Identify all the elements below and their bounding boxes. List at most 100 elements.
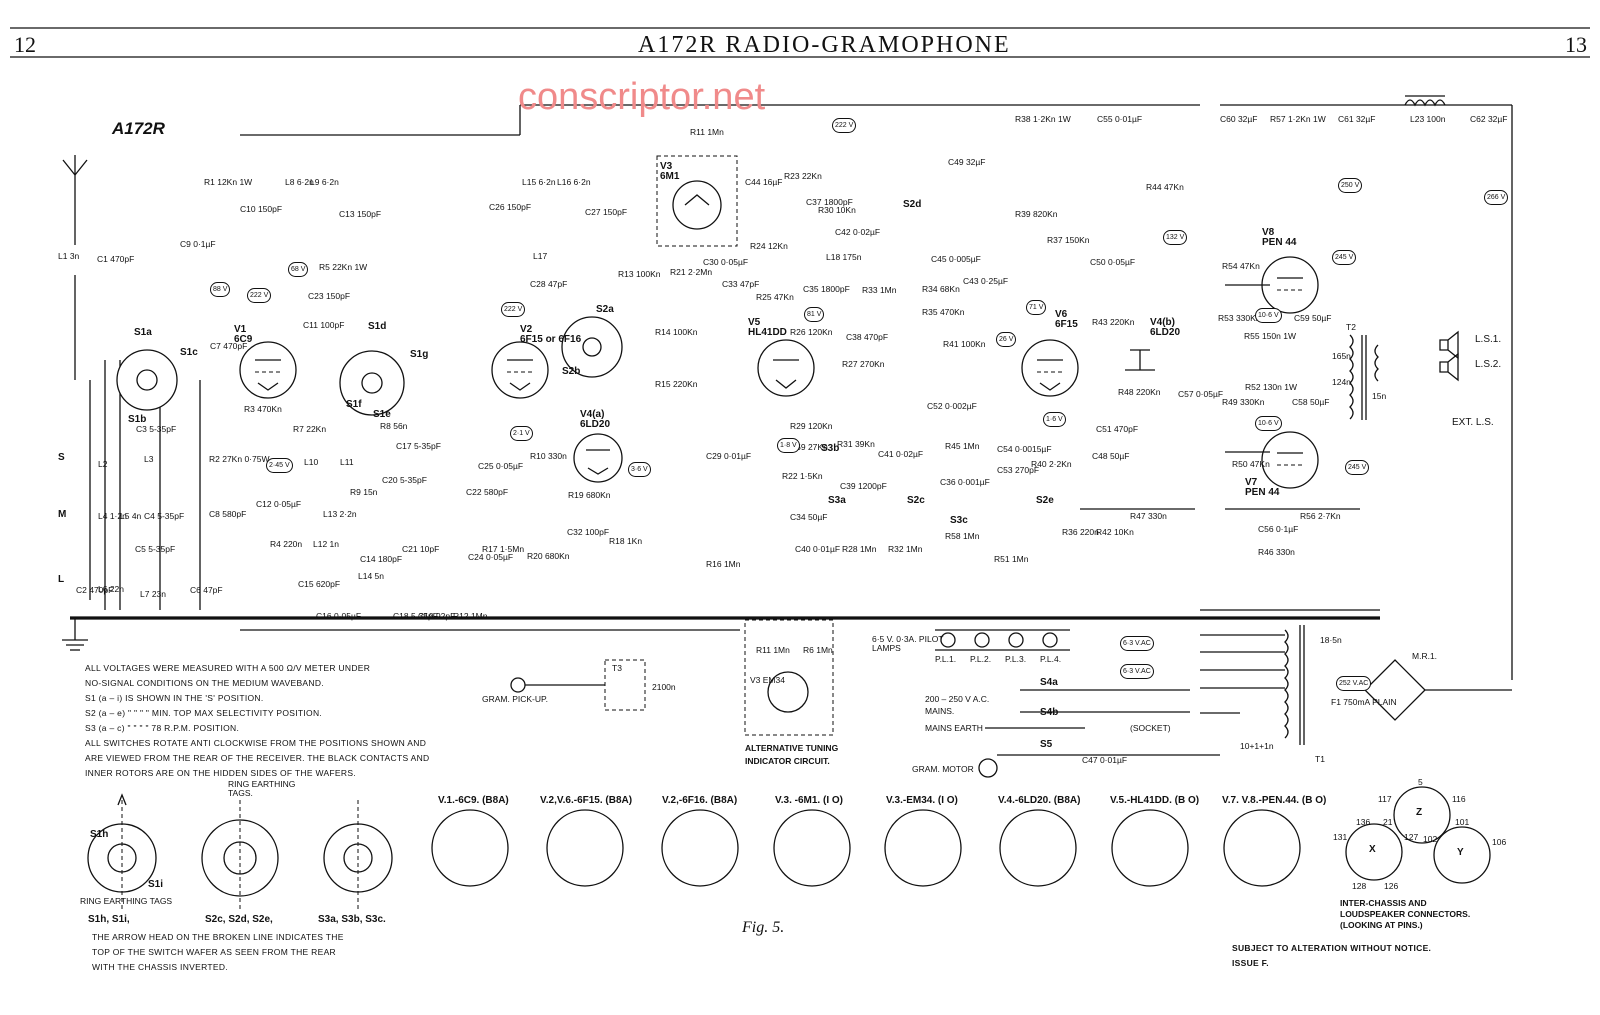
switch-label: S1g bbox=[410, 349, 429, 360]
switch-label: S4a bbox=[1040, 677, 1058, 688]
pickup-socket bbox=[510, 677, 526, 693]
voltage-bubble: 3·6 V bbox=[628, 462, 651, 477]
component-label: R25 47Kn bbox=[756, 292, 794, 302]
voltage-bubble: 2·1 V bbox=[510, 426, 533, 441]
component-label: C16 0·05µF bbox=[316, 611, 362, 621]
component-label: L17 bbox=[533, 251, 548, 261]
voltage-bubble: 252 V.AC bbox=[1336, 676, 1372, 691]
component-label: C47 0·01µF bbox=[1082, 755, 1128, 765]
switch-label: S1h bbox=[90, 829, 109, 840]
voltage-bubble: 245 V bbox=[1332, 250, 1357, 265]
component-label: C45 0·005µF bbox=[931, 254, 981, 264]
page-number-right: 13 bbox=[1565, 32, 1587, 57]
component-label: R28 1Mn bbox=[842, 544, 877, 554]
x-pin-131: 131 bbox=[1333, 832, 1348, 842]
component-label: C30 0·05µF bbox=[703, 257, 749, 267]
switch-label: S1b bbox=[128, 414, 147, 425]
ext-ls-label: EXT. L.S. bbox=[1452, 417, 1494, 428]
component-label: R23 22Kn bbox=[784, 171, 822, 181]
arrow-note-1: THE ARROW HEAD ON THE BROKEN LINE INDICA… bbox=[92, 932, 344, 942]
component-label: L9 6·2n bbox=[310, 177, 339, 187]
connector-y-label: Y bbox=[1457, 847, 1464, 858]
component-label: C17 5-35pF bbox=[396, 441, 441, 451]
page-number-left: 12 bbox=[14, 32, 36, 57]
rectifier-mr1 bbox=[1364, 659, 1512, 721]
component-label: L16 6·2n bbox=[557, 177, 591, 187]
switch-label: S1e bbox=[373, 409, 391, 420]
alt-tuning-title: ALTERNATIVE TUNING INDICATOR CIRCUIT. bbox=[745, 743, 839, 766]
switch-label: S1d bbox=[368, 321, 387, 332]
component-label: C3 5-35pF bbox=[136, 424, 177, 434]
component-label: L12 1n bbox=[313, 539, 339, 549]
component-label: L15 6·2n bbox=[522, 177, 556, 187]
component-label: C57 0·05µF bbox=[1178, 389, 1224, 399]
component-label: C53 270pF bbox=[997, 465, 1040, 475]
ring-tags-left-label: RING EARTHING TAGS bbox=[80, 896, 173, 906]
component-label: R2 27Kn 0·75W bbox=[209, 454, 270, 464]
component-label: R10 330n bbox=[530, 451, 567, 461]
valve-base-label-4: V.3. -6M1. (I O) bbox=[775, 795, 843, 806]
component-label: C33 47pF bbox=[722, 279, 760, 289]
component-label: R47 330n bbox=[1130, 511, 1167, 521]
component-label: R42 10Kn bbox=[1096, 527, 1134, 537]
note-line-3: S1 (a – i) IS SHOWN IN THE 'S' POSITION. bbox=[85, 693, 264, 703]
voltage-bubble: 81 V bbox=[804, 307, 825, 322]
s1a-rotor bbox=[136, 369, 158, 391]
component-label: R51 1Mn bbox=[994, 554, 1029, 564]
voltage-bubble: 6·3 V.AC bbox=[1120, 636, 1154, 651]
component-label: C38 470pF bbox=[846, 332, 889, 342]
t2-res-3: 15n bbox=[1372, 391, 1387, 401]
voltage-bubble: 1·8 V bbox=[777, 438, 800, 453]
pilot-lamp-4 bbox=[1042, 632, 1058, 648]
valve-label-v4a: V4(a)6LD20 bbox=[580, 409, 611, 430]
component-label: L1 3n bbox=[58, 251, 80, 261]
component-label: R43 220Kn bbox=[1092, 317, 1135, 327]
component-label: F1 750mA PLAIN bbox=[1331, 697, 1397, 707]
voltage-bubble: 88 V bbox=[210, 282, 231, 297]
pilot-lamp-2 bbox=[974, 632, 990, 648]
valve-v2 bbox=[491, 341, 549, 399]
component-label: C56 0·1µF bbox=[1258, 524, 1299, 534]
component-label: R5 22Kn 1W bbox=[319, 262, 368, 272]
gram-motor-label: GRAM. MOTOR bbox=[912, 764, 974, 774]
component-label: C40 0·01µF bbox=[795, 544, 841, 554]
speaker-ls1 bbox=[1439, 330, 1459, 360]
valve-label-v4b: V4(b)6LD20 bbox=[1150, 317, 1181, 338]
voltage-bubble: 68 V bbox=[288, 262, 309, 277]
switch-label: S5 bbox=[1040, 739, 1053, 750]
y-pin-101: 101 bbox=[1455, 817, 1470, 827]
voltage-bubble: 222 V bbox=[247, 288, 272, 303]
valve-v3 bbox=[656, 155, 738, 247]
component-label: R1 12Kn 1W bbox=[204, 177, 253, 187]
component-label: C35 1800pF bbox=[803, 284, 850, 294]
pilot-lamp-1 bbox=[940, 632, 956, 648]
aerial-symbol bbox=[62, 159, 88, 177]
gram-motor-symbol bbox=[978, 758, 998, 778]
valve-v1 bbox=[239, 341, 297, 399]
component-label: R56 2·7Kn bbox=[1300, 511, 1341, 521]
valve-base-label-1: V.1.-6C9. (B8A) bbox=[438, 795, 509, 806]
note-line-6: ALL SWITCHES ROTATE ANTI CLOCKWISE FROM … bbox=[85, 738, 427, 748]
component-label: C29 0·01µF bbox=[706, 451, 752, 461]
component-label: R17 1·5Mn bbox=[482, 544, 525, 554]
component-label: R46 330n bbox=[1258, 547, 1295, 557]
component-label: R49 330Kn bbox=[1222, 397, 1265, 407]
wafer-group-s2: S2c, S2d, S2e, bbox=[205, 914, 273, 925]
alt-tuning-box bbox=[744, 619, 834, 736]
valve-v8 bbox=[1261, 256, 1319, 314]
component-label: C59 50µF bbox=[1294, 313, 1332, 323]
component-label: C11 100pF bbox=[303, 320, 345, 330]
footer-line-2: ISSUE F. bbox=[1232, 958, 1269, 968]
component-label: C24 0·05µF bbox=[468, 552, 514, 562]
component-label: R24 12Kn bbox=[750, 241, 788, 251]
component-label: C28 47pF bbox=[530, 279, 568, 289]
component-label: C7 470pF bbox=[210, 341, 248, 351]
switch-label: S2b bbox=[562, 366, 581, 377]
t3-box bbox=[604, 659, 646, 711]
valve-v4b bbox=[1125, 349, 1155, 371]
component-label: C9 0·1µF bbox=[180, 239, 216, 249]
voltage-bubble: 2·45 V bbox=[266, 458, 293, 473]
connector-z-label: Z bbox=[1416, 807, 1423, 818]
